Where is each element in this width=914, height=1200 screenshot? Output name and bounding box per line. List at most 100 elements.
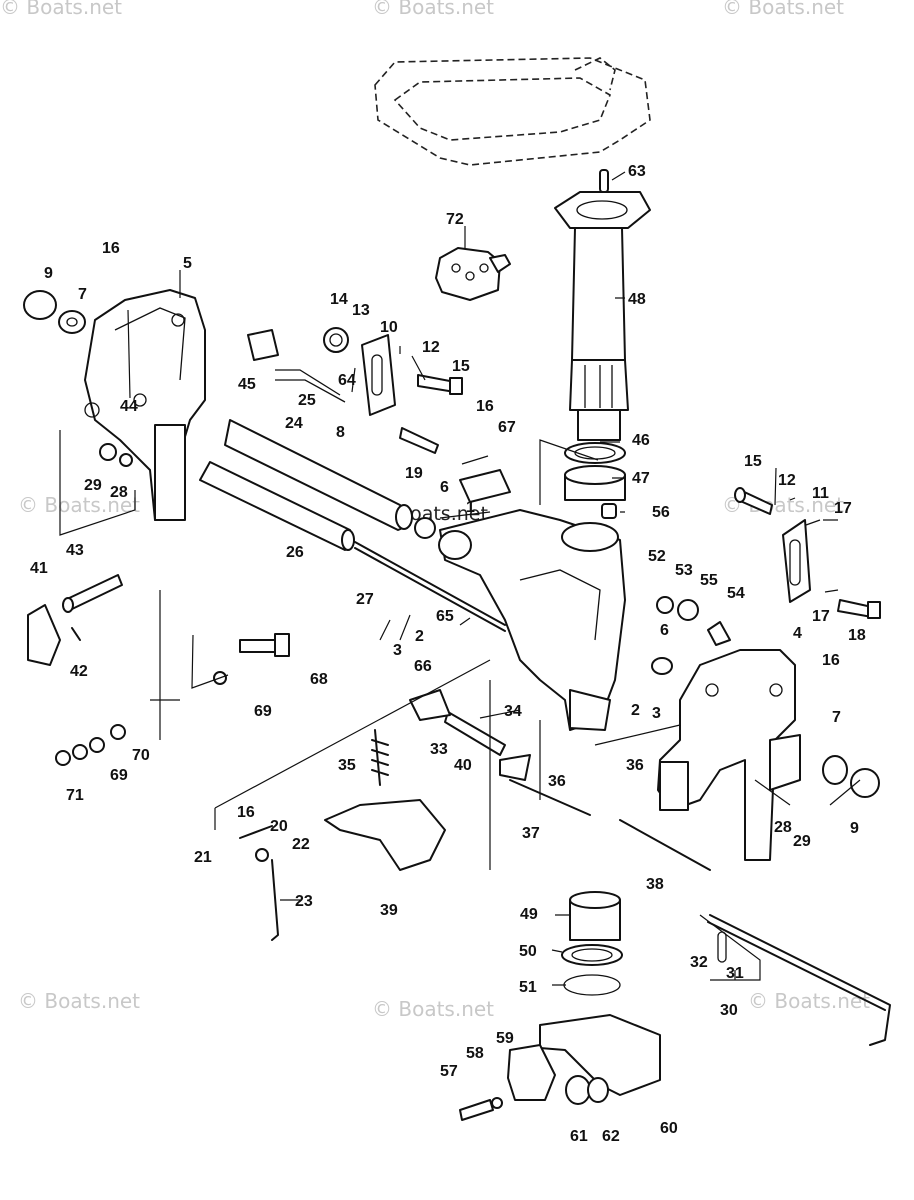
- label-2a: 2: [415, 628, 424, 645]
- label-12b: 12: [778, 472, 796, 489]
- label-66: 66: [414, 658, 432, 675]
- label-52: 52: [648, 548, 666, 565]
- label-16a: 16: [102, 240, 120, 257]
- watermark-mid-left: © Boats.net: [18, 493, 140, 517]
- tubes: [199, 419, 506, 632]
- label-49: 49: [520, 906, 538, 923]
- label-67: 67: [498, 419, 516, 436]
- label-28b: 28: [774, 819, 792, 836]
- label-31: 31: [726, 965, 744, 982]
- label-64: 64: [338, 372, 356, 389]
- label-42: 42: [70, 663, 88, 680]
- label-9b: 9: [850, 820, 859, 837]
- label-27: 27: [356, 591, 374, 608]
- watermark-bottom-left: © Boats.net: [18, 989, 140, 1013]
- label-16b: 16: [476, 398, 494, 415]
- left-clamp-bracket: [84, 289, 206, 521]
- label-69a: 69: [254, 703, 272, 720]
- label-7a: 7: [78, 286, 87, 303]
- label-3b: 3: [652, 705, 661, 722]
- label-39: 39: [380, 902, 398, 919]
- label-54: 54: [727, 585, 745, 602]
- watermark-top-left: © Boats.net: [0, 0, 122, 19]
- label-68: 68: [310, 671, 328, 688]
- label-19: 19: [405, 465, 423, 482]
- label-21: 21: [194, 849, 212, 866]
- lower-clamp: [459, 1014, 661, 1121]
- label-17b: 17: [812, 608, 830, 625]
- label-6b: 6: [660, 622, 669, 639]
- label-44: 44: [120, 398, 138, 415]
- label-63: 63: [628, 163, 646, 180]
- label-5: 5: [183, 255, 192, 272]
- bearings: [564, 442, 626, 519]
- label-22: 22: [292, 836, 310, 853]
- label-46: 46: [632, 432, 650, 449]
- label-18: 18: [848, 627, 866, 644]
- label-29a: 29: [84, 477, 102, 494]
- label-16d: 16: [237, 804, 255, 821]
- label-37: 37: [522, 825, 540, 842]
- right-knob-and-washer: [822, 755, 880, 798]
- label-35: 35: [338, 757, 356, 774]
- left-knob-and-washer: [23, 290, 86, 334]
- label-33: 33: [430, 741, 448, 758]
- upper-small-parts: [247, 327, 731, 675]
- label-60: 60: [660, 1120, 678, 1137]
- right-clamp-bracket: [657, 649, 801, 861]
- label-28a: 28: [110, 484, 128, 501]
- steering-tube: [554, 169, 651, 441]
- watermarks: © Boats.net © Boats.net © Boats.net © Bo…: [0, 0, 870, 1021]
- left-small-parts: [27, 443, 227, 766]
- label-12a: 12: [422, 339, 440, 356]
- label-17a: 17: [834, 500, 852, 517]
- label-53: 53: [675, 562, 693, 579]
- label-3a: 3: [393, 642, 402, 659]
- label-26: 26: [286, 544, 304, 561]
- label-47: 47: [632, 470, 650, 487]
- watermark-top-right: © Boats.net: [722, 0, 844, 19]
- label-11: 11: [812, 485, 829, 502]
- label-24: 24: [285, 415, 303, 432]
- label-32: 32: [690, 954, 708, 971]
- label-15a: 15: [452, 358, 470, 375]
- swivel-bracket: [438, 509, 626, 731]
- part-labels: 63 72 16 5 9 7 48 14 13 10 12 15 45 64 2…: [30, 163, 866, 1145]
- label-62: 62: [602, 1128, 620, 1145]
- label-8: 8: [336, 424, 345, 441]
- label-38: 38: [646, 876, 664, 893]
- label-34: 34: [504, 703, 522, 720]
- tiller-handle-ghost: [374, 57, 651, 166]
- label-20: 20: [270, 818, 288, 835]
- label-65: 65: [436, 608, 454, 625]
- lower-bearings: [561, 891, 623, 996]
- label-70: 70: [132, 747, 150, 764]
- label-1: 1: [466, 499, 475, 516]
- label-72: 72: [446, 211, 464, 228]
- label-48: 48: [628, 291, 646, 308]
- label-14: 14: [330, 291, 348, 308]
- bolts: [239, 374, 881, 657]
- label-25: 25: [298, 392, 316, 409]
- label-71: 71: [66, 787, 84, 804]
- label-15b: 15: [744, 453, 762, 470]
- label-29b: 29: [793, 833, 811, 850]
- label-23: 23: [295, 893, 313, 910]
- label-4: 4: [793, 625, 802, 642]
- label-58: 58: [466, 1045, 484, 1062]
- label-41: 41: [30, 560, 48, 577]
- label-59: 59: [496, 1030, 514, 1047]
- label-43: 43: [66, 542, 84, 559]
- watermark-bottom-center: © Boats.net: [372, 997, 494, 1021]
- label-61: 61: [570, 1128, 588, 1145]
- label-13: 13: [352, 302, 370, 319]
- label-7b: 7: [832, 709, 841, 726]
- label-36b: 36: [626, 757, 644, 774]
- clip-11: [782, 519, 811, 603]
- label-10: 10: [380, 319, 398, 336]
- label-50: 50: [519, 943, 537, 960]
- label-56: 56: [652, 504, 670, 521]
- label-9a: 9: [44, 265, 53, 282]
- label-30: 30: [720, 1002, 738, 1019]
